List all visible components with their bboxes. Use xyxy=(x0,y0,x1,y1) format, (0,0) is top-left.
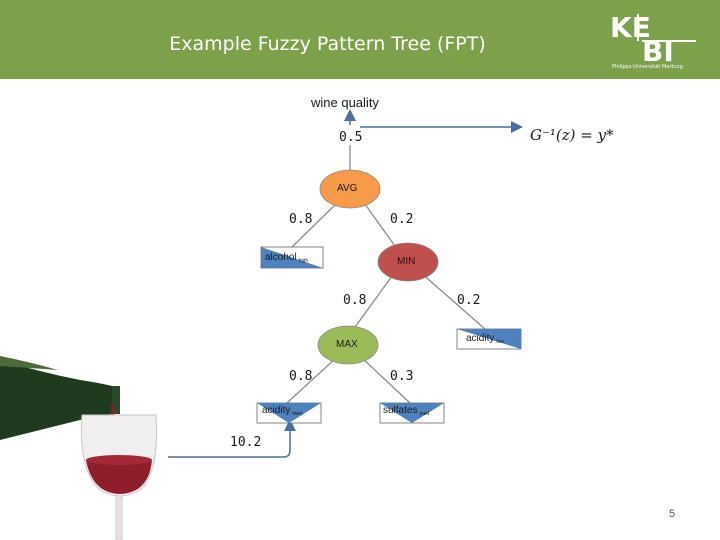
edge-max-acidity-med xyxy=(286,357,337,404)
edge-value-max-right: 0.3 xyxy=(390,369,414,384)
slide-title: Example Fuzzy Pattern Tree (FPT) xyxy=(169,33,486,55)
edge-value-avg-right: 0.2 xyxy=(390,212,414,227)
title-bar: Example Fuzzy Pattern Tree (FPT) KE BI P… xyxy=(0,0,720,79)
leaf-sulfates-med xyxy=(379,402,445,424)
leaf-acidity-low xyxy=(456,328,522,350)
output-label: wine quality xyxy=(311,95,379,110)
root-value: 0.5 xyxy=(339,130,363,145)
wine-bottle-icon xyxy=(0,356,120,440)
avg-node xyxy=(319,169,381,209)
max-node xyxy=(317,325,379,365)
edge-value-min-right: 0.2 xyxy=(457,293,481,308)
edge-min-acidity-low xyxy=(419,271,486,330)
logo-bi: BI xyxy=(642,35,674,68)
input-arrow xyxy=(168,419,296,458)
logo-lines-icon xyxy=(637,14,696,42)
min-node-label: MIN xyxy=(397,256,416,267)
leaf-alcohol-high xyxy=(260,246,324,269)
max-node-label: MAX xyxy=(336,339,358,350)
logo-ke: KE xyxy=(610,11,651,44)
logo-subtitle: Philipps-Universität Marburg xyxy=(612,64,683,70)
min-node xyxy=(377,242,439,282)
edge-avg-min xyxy=(361,199,401,254)
edge-value-avg-left: 0.8 xyxy=(289,212,313,227)
edge-value-max-left: 0.8 xyxy=(289,369,313,384)
edge-avg-alcohol xyxy=(291,199,341,248)
input-value: 10.2 xyxy=(230,435,262,450)
edge-min-max xyxy=(349,271,396,335)
wine-glass-icon xyxy=(80,414,158,540)
avg-node-label: AVG xyxy=(337,183,358,194)
page-number: 5 xyxy=(669,508,676,520)
edge-value-min-left: 0.8 xyxy=(343,293,367,308)
edge-max-sulfates xyxy=(361,357,411,404)
leaf-acidity-med xyxy=(256,402,322,424)
kebi-logo: KE BI Philipps-Universität Marburg xyxy=(604,10,704,72)
inverse-formula: G⁻¹(z) = y* xyxy=(530,126,614,144)
